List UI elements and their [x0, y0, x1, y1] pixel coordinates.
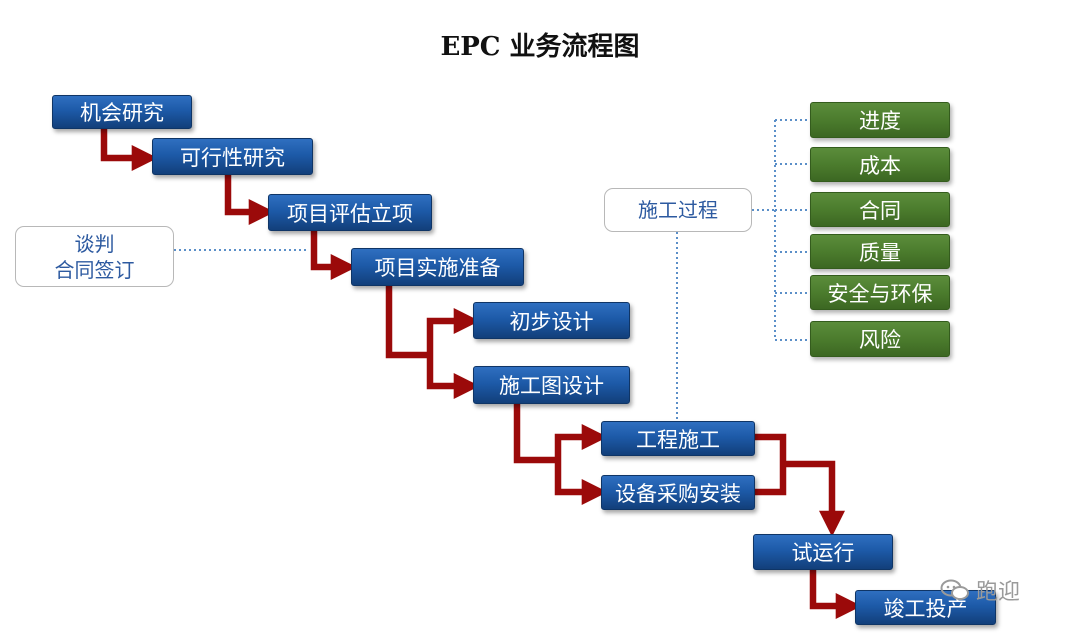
flow-arrow [385, 286, 430, 359]
flow-arrow [783, 460, 845, 537]
flow-arrow [426, 308, 480, 355]
step-equipment-procurement: 设备采购安装 [601, 475, 755, 510]
flow-arrow [310, 231, 357, 280]
flow-arrow [100, 128, 158, 171]
flow-arrow [755, 433, 787, 496]
process-item-safety: 安全与环保 [810, 275, 950, 310]
step-implementation-prep: 项目实施准备 [351, 248, 524, 286]
construction-process-box: 施工过程 [604, 188, 752, 232]
step-construction: 工程施工 [601, 421, 755, 456]
diagram-title: EPC 业务流程图 [440, 32, 640, 62]
watermark: 跑迎 [940, 574, 1020, 606]
step-completion: 竣工投产 [855, 590, 996, 625]
process-item-progress: 进度 [810, 102, 950, 138]
negotiation-box: 谈判 合同签订 [15, 226, 174, 287]
negotiation-line-2: 合同签订 [54, 257, 135, 282]
flow-arrow [809, 570, 862, 619]
step-construction-drawing: 施工图设计 [473, 366, 630, 404]
watermark-text: 跑迎 [976, 580, 1021, 605]
step-project-evaluation: 项目评估立项 [268, 194, 432, 231]
step-feasibility-study: 可行性研究 [152, 138, 313, 175]
negotiation-line-1: 谈判 [74, 231, 115, 256]
process-item-cost: 成本 [810, 147, 950, 182]
flow-arrow [554, 424, 608, 460]
process-item-risk: 风险 [810, 321, 950, 357]
process-item-contract: 合同 [810, 192, 950, 227]
flow-arrow [513, 404, 558, 464]
wechat-icon [940, 579, 969, 600]
flow-arrow [224, 175, 275, 225]
step-trial-run: 试运行 [753, 534, 893, 570]
step-preliminary-design: 初步设计 [473, 302, 630, 339]
step-opportunity-research: 机会研究 [52, 95, 192, 129]
flow-arrow [554, 460, 608, 505]
process-item-quality: 质量 [810, 234, 950, 269]
flow-arrow [426, 355, 480, 399]
